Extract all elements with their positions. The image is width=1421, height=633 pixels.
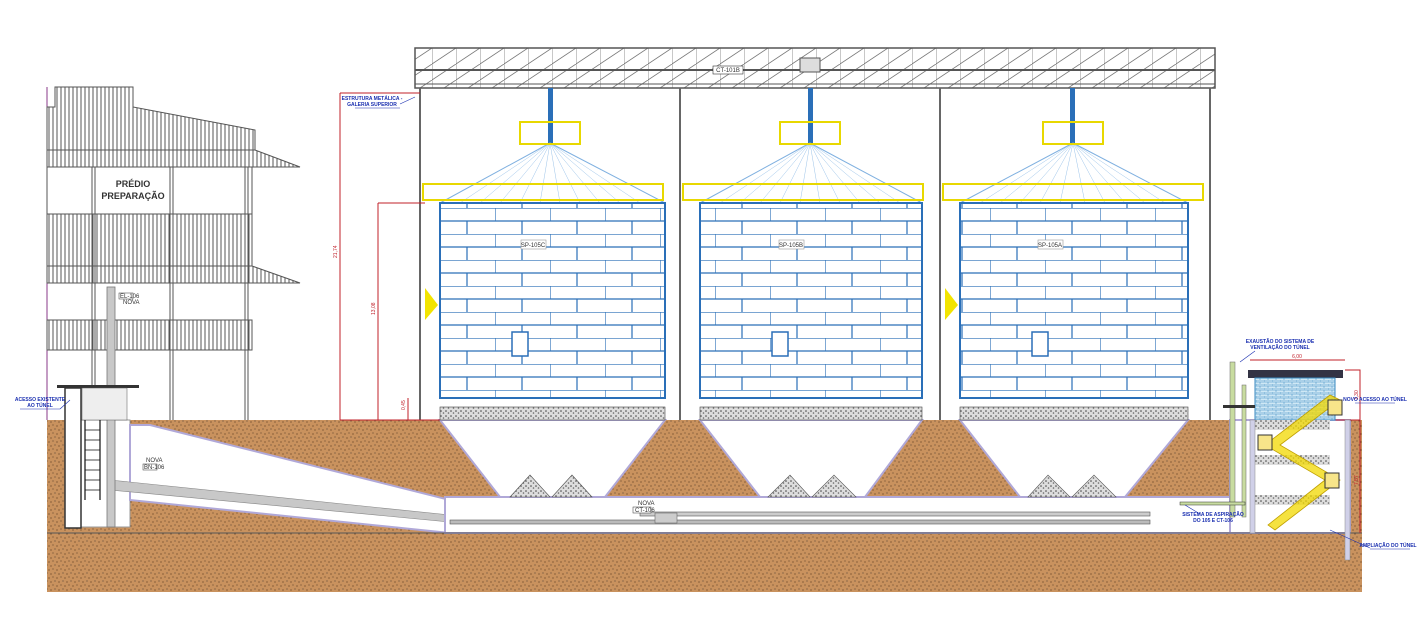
new-access-label: NOVO ACESSO AO TÚNEL xyxy=(1343,396,1407,403)
dimension-access-width: 6,00 xyxy=(1292,354,1302,360)
hopper-gravel xyxy=(509,474,1117,498)
building-title-line2: PREPARAÇÃO xyxy=(101,191,164,201)
tunnel-extension-label: AMPLIAÇÃO DO TÚNEL xyxy=(1359,542,1416,549)
upper-gallery-structure: CT-101B ESTRUTURA METÁLICA - GALERIA SUP… xyxy=(342,47,1216,420)
existing-access-label-1: ACESSO EXISTENTE xyxy=(15,397,66,403)
elevator-sub: NOVA xyxy=(123,300,140,306)
gantry-label-1: ESTRUTURA METÁLICA - xyxy=(342,95,403,102)
silo-sp-105c: SP-105C xyxy=(422,121,666,421)
dimension-base-height: 0,45 xyxy=(401,400,407,410)
silo-tag: SP-105C xyxy=(521,243,546,249)
right-annotations: EXAUSTÃO DO SISTEMA DE VENTILAÇÃO DO TÚN… xyxy=(1182,338,1417,550)
tunnel-conveyor: CT-106 NOVA BN-106 NOVA xyxy=(142,458,1151,525)
preparation-building: PRÉDIO PREPARAÇÃO EL-106 NOVA xyxy=(46,86,301,528)
elevator-tag: EL-106 xyxy=(120,294,140,300)
exhaust-label-2: VENTILAÇÃO DO TÚNEL xyxy=(1250,344,1309,351)
dimension-total-height: 21,74 xyxy=(333,245,339,258)
dimension-access-depth: 7,57 xyxy=(1354,475,1360,485)
tunnel-conveyor-sub: NOVA xyxy=(638,501,655,507)
incline-conveyor-sub: NOVA xyxy=(146,458,163,464)
silo-sp-105b: SP-105B xyxy=(682,121,924,421)
silo-tag: SP-105B xyxy=(779,243,803,249)
dimension-body-height: 13,08 xyxy=(371,302,377,315)
gantry-conveyor-tag: CT-101B xyxy=(716,68,740,74)
aspiration-label-2: DO 105 E CT-106 xyxy=(1193,518,1233,524)
existing-tunnel-access: ACESSO EXISTENTE AO TÚNEL xyxy=(15,385,139,529)
ground-soil xyxy=(47,419,1362,592)
building-title-line1: PRÉDIO xyxy=(116,179,151,189)
tunnel-conveyor-tag: CT-106 xyxy=(635,508,655,514)
gantry-label-2: GALERIA SUPERIOR xyxy=(347,102,397,108)
exhaust-label-1: EXAUSTÃO DO SISTEMA DE xyxy=(1246,338,1315,345)
incline-conveyor-tag: BN-106 xyxy=(144,465,165,471)
existing-access-label-2: AO TÚNEL xyxy=(27,402,53,409)
silo-tag: SP-105A xyxy=(1038,243,1062,249)
aspiration-label-1: SISTEMA DE ASPIRAÇÃO xyxy=(1182,511,1244,518)
silo-sp-105a: SP-105A xyxy=(942,121,1204,421)
dimension-access-roof: 3,30 xyxy=(1354,390,1360,400)
new-tunnel-access xyxy=(1179,361,1351,561)
